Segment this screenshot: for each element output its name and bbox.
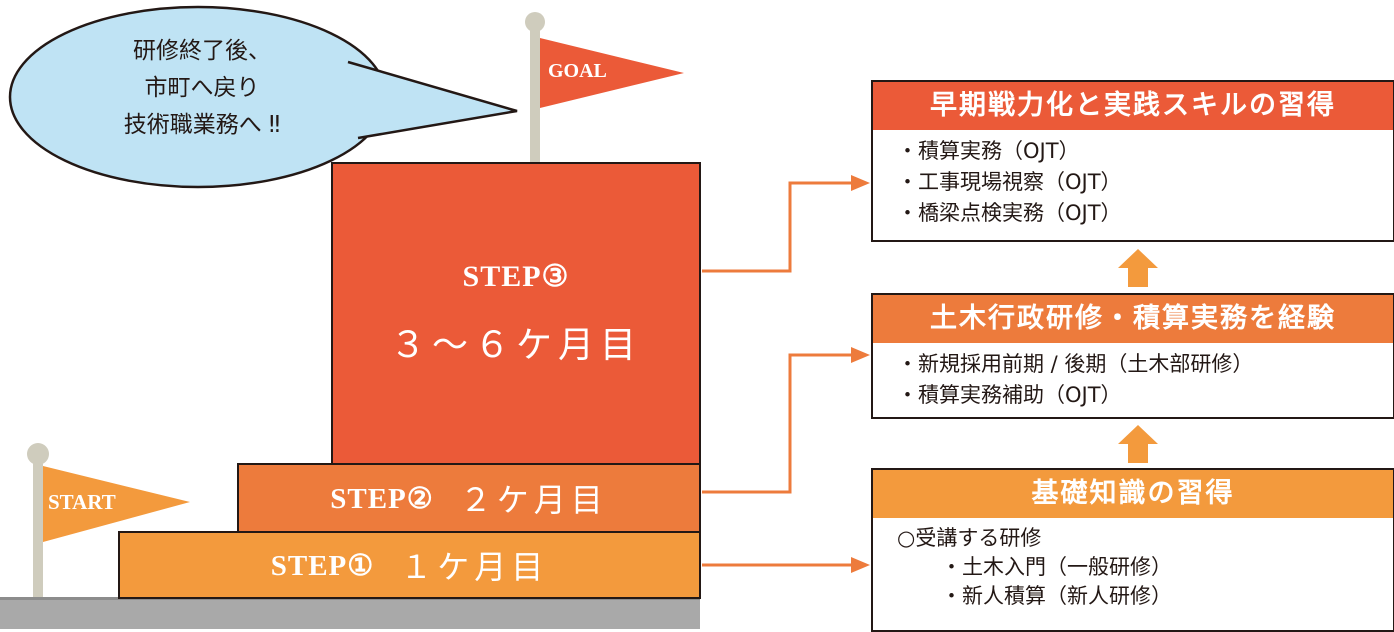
list-item: ・新人積算（新人研修） xyxy=(941,584,1172,608)
list-item: ・積算実務補助（OJT） xyxy=(897,383,1122,407)
up-arrow-icon xyxy=(1118,249,1158,287)
list-item: ・積算実務（OJT） xyxy=(897,139,1080,163)
arrowhead-icon xyxy=(851,175,870,191)
step-2-block: STEP② ２ケ月目 xyxy=(237,463,701,533)
list-item: ・橋梁点検実務（OJT） xyxy=(897,201,1122,225)
step-1-duration: １ケ月目 xyxy=(400,548,549,586)
box-basic-knowledge-title: 基礎知識の習得 xyxy=(873,470,1393,518)
up-arrow-icon xyxy=(1118,425,1158,463)
list-heading: ○受講する研修 xyxy=(897,526,1042,550)
list-item: ・新規採用前期 / 後期（土木部研修） xyxy=(897,352,1254,376)
connector-step2 xyxy=(702,353,857,494)
step-3-duration: ３〜６ケ月目 xyxy=(389,325,642,366)
speech-bubble xyxy=(8,5,518,189)
box-early-skills-title: 早期戦力化と実践スキルの習得 xyxy=(873,82,1393,130)
box-admin-training: 土木行政研修・積算実務を経験 ・新規採用前期 / 後期（土木部研修） ・積算実務… xyxy=(871,293,1394,419)
list-item: ・工事現場視察（OJT） xyxy=(897,170,1122,194)
connector-step3 xyxy=(702,181,857,273)
goal-flag-label: GOAL xyxy=(548,60,607,82)
box-basic-knowledge: 基礎知識の習得 ○受講する研修 ・土木入門（一般研修） ・新人積算（新人研修） xyxy=(871,468,1394,632)
arrowhead-icon xyxy=(851,347,870,363)
step-3-label: STEP③ xyxy=(462,260,570,293)
list-item: ・土木入門（一般研修） xyxy=(941,555,1172,579)
speech-line-2: 市町へ戻り xyxy=(144,75,260,101)
box-admin-training-title: 土木行政研修・積算実務を経験 xyxy=(873,295,1393,343)
speech-bubble-text: 研修終了後、 市町へ戻り 技術職業務へ ‼ xyxy=(82,33,322,144)
start-flag-label: START xyxy=(48,490,116,514)
start-flag xyxy=(27,443,190,599)
step-1-label: STEP① xyxy=(270,549,375,582)
goal-flag xyxy=(525,12,684,167)
speech-line-1: 研修終了後、 xyxy=(133,38,271,64)
step-1-block: STEP① １ケ月目 xyxy=(118,531,701,599)
step-2-duration: ２ケ月目 xyxy=(459,481,608,519)
arrowhead-icon xyxy=(851,557,870,573)
step-2-label: STEP② xyxy=(330,482,434,515)
speech-line-3: 技術職業務へ ‼ xyxy=(123,112,281,138)
box-early-skills: 早期戦力化と実践スキルの習得 ・積算実務（OJT） ・工事現場視察（OJT） ・… xyxy=(871,80,1394,242)
step-3-block: STEP③ ３〜６ケ月目 xyxy=(331,162,701,465)
